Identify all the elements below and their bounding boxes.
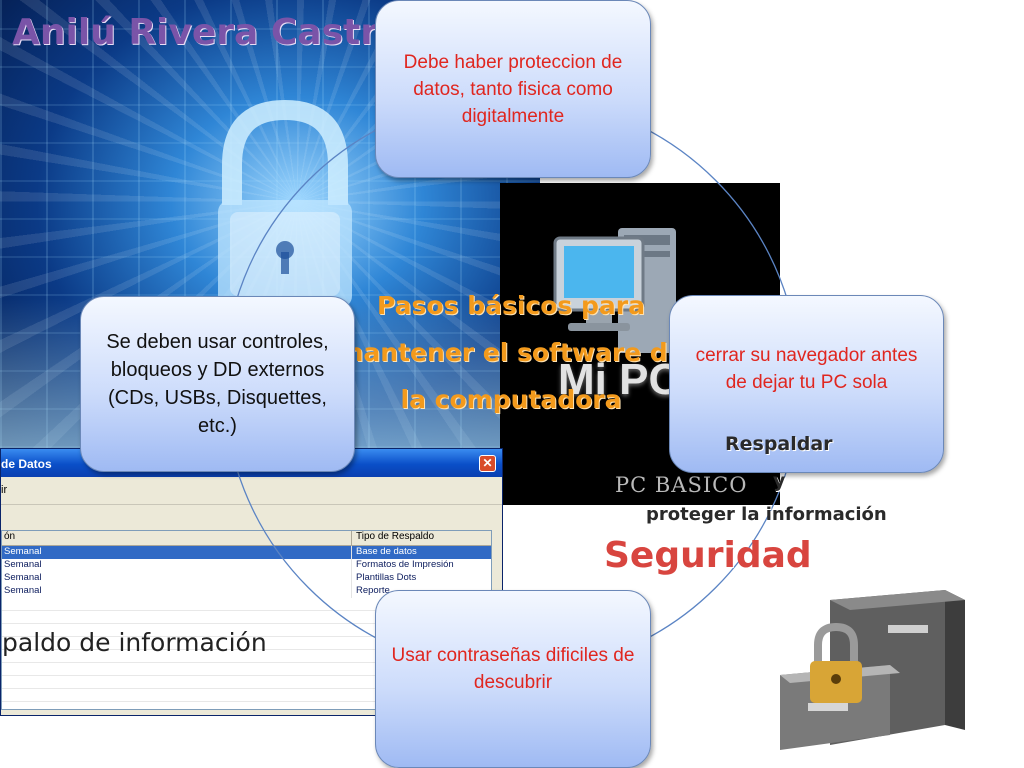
table-cell: Semanal [2,559,352,572]
node-physical-controls: Se deben usar controles, bloqueos y DD e… [80,296,355,472]
computer-icon [553,228,676,353]
file-cabinet-icon [780,590,965,750]
dialog-menu-item: ir [1,484,8,496]
node-text: Debe haber proteccion de datos, tanto fi… [403,52,623,127]
dialog-title: de Datos [1,457,52,471]
table-row: Semanal Formatos de Impresión [2,559,491,572]
padlock-icon [218,99,352,308]
table-cell: Semanal [2,546,352,559]
respaldar-label: Respaldar [725,433,833,455]
node-passwords: Usar contraseñas dificiles de descubrir [375,590,651,768]
node-data-protection: Debe haber proteccion de datos, tanto fi… [375,0,651,178]
column-header: Tipo de Respaldo [356,531,435,542]
seguridad-label: Seguridad [604,535,812,576]
node-text: Se deben usar controles, bloqueos y DD e… [106,331,329,437]
table-cell: Reporte [356,585,390,596]
table-row: Semanal Reporte [2,585,491,598]
node-text: Usar contraseñas dificiles de descubrir [391,645,635,693]
node-text: cerrar su navegador antes de dejar tu PC… [695,345,918,393]
column-header: ón [2,531,352,545]
respaldo-caption: paldo de información [2,628,267,657]
table-cell: Semanal [2,585,352,598]
table-cell: Base de datos [356,546,417,557]
table-cell: Plantillas Dots [356,572,417,583]
table-header: ón Tipo de Respaldo [2,531,491,546]
table-cell: Formatos de Impresión [356,559,454,570]
pc-basico-caption: PC BASICO [615,473,748,497]
mi-pc-label: Mi PC [558,355,681,404]
table-row: Semanal Base de datos [2,546,491,559]
table-row: Semanal Plantillas Dots [2,572,491,585]
table-cell: Semanal [2,572,352,585]
proteger-label: proteger la información [646,504,887,525]
center-title: Pasos básicos para mantener el software … [337,291,685,414]
close-icon: ✕ [479,455,496,472]
conjunction-label: y [773,470,786,492]
dialog-menubar: ir [1,477,502,505]
node-close-browser: cerrar su navegador antes de dejar tu PC… [669,295,944,473]
